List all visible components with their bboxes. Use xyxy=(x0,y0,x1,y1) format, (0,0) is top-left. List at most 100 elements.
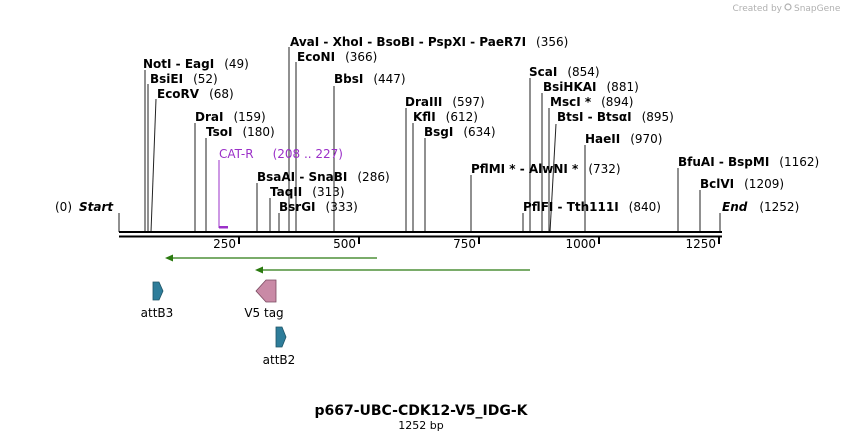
site-name: DraI xyxy=(195,110,223,124)
site-pos: (634) xyxy=(463,125,495,139)
start-pos: (0) xyxy=(55,200,72,214)
site-name: NotI - EagI xyxy=(143,57,214,71)
tick-label: 750 xyxy=(453,237,476,251)
feature-attb2[interactable]: attB2 xyxy=(263,326,296,367)
primer-text: CAT-R(208 .. 227) xyxy=(219,147,343,161)
site-pflfi[interactable]: PflFI - Tth111I (840) xyxy=(523,200,661,214)
primer-label: CAT-R xyxy=(219,147,254,161)
snapgene-brand: SnapGene xyxy=(794,4,841,14)
start-marker: (0) Start xyxy=(55,200,114,214)
credit-text: Created by xyxy=(732,4,782,14)
site-noti[interactable]: NotI - EagI (49) xyxy=(143,57,249,71)
site-taqii[interactable]: TaqII (313) xyxy=(270,185,345,199)
site-ecorv[interactable]: EcoRV (68) xyxy=(157,87,234,101)
site-btsi[interactable]: BtsI - BtsαI(895) xyxy=(557,110,674,124)
site-pos: (366) xyxy=(345,50,377,64)
primer-mark xyxy=(219,226,228,229)
end-marker: End (1252) xyxy=(722,200,799,214)
site-name: MscI * xyxy=(550,95,592,109)
site-name: BtsI - BtsαI xyxy=(557,110,632,124)
orf-2[interactable] xyxy=(255,266,530,274)
site-draiii[interactable]: DraIII(597) xyxy=(405,95,485,109)
site-bsihkai[interactable]: BsiHKAI (881) xyxy=(543,80,639,94)
site-name: DraIII xyxy=(405,95,442,109)
tick-label: 1250 xyxy=(685,237,716,251)
feature-v5-tag[interactable]: V5 tag xyxy=(244,279,284,320)
site-bsrgi[interactable]: BsrGI (333) xyxy=(279,200,358,214)
site-name: BsrGI xyxy=(279,200,316,214)
site-name: KflI xyxy=(413,110,436,124)
site-tsoi[interactable]: TsoI (180) xyxy=(206,125,275,139)
site-econi[interactable]: EcoNI (366) xyxy=(297,50,377,64)
site-kfli[interactable]: KflI(612) xyxy=(413,110,478,124)
start-label: Start xyxy=(79,200,114,214)
tick-label: 250 xyxy=(213,237,236,251)
site-bsiei[interactable]: BsiEI (52) xyxy=(150,72,218,86)
v5-tag-shape xyxy=(255,279,277,303)
site-pos: (881) xyxy=(607,80,639,94)
orf-1[interactable] xyxy=(165,254,377,262)
site-bsgi[interactable]: BsgI (634) xyxy=(424,125,496,139)
site-pos: (970) xyxy=(630,132,662,146)
site-name: BsiHKAI xyxy=(543,80,597,94)
site-bclvi[interactable]: BclVI (1209) xyxy=(700,177,784,191)
sequence-backbone xyxy=(119,231,722,238)
site-pos: (286) xyxy=(357,170,389,184)
primer-cat-r[interactable]: CAT-R(208 .. 227) xyxy=(218,147,343,229)
site-pos: (1209) xyxy=(744,177,784,191)
restriction-sites: AvaI - XhoI - BsoBI - PspXI - PaeR7I (356… xyxy=(143,35,819,214)
site-name: BfuAI - BspMI xyxy=(678,155,769,169)
site-pos: (854) xyxy=(567,65,599,79)
site-pos: (49) xyxy=(224,57,249,71)
map-length: 1252 bp xyxy=(398,419,443,432)
site-pos: (356) xyxy=(536,35,568,49)
site-leader-lines xyxy=(118,47,721,233)
site-scai[interactable]: ScaI(854) xyxy=(529,65,600,79)
site-name: PflMI * - AlwNI * xyxy=(471,162,579,176)
site-name: AvaI - XhoI - BsoBI - PspXI - PaeR7I xyxy=(290,35,526,49)
attb3-shape xyxy=(152,281,164,301)
site-bsaai[interactable]: BsaAI - SnaBI (286) xyxy=(257,170,390,184)
site-avai[interactable]: AvaI - XhoI - BsoBI - PspXI - PaeR7I (356… xyxy=(290,35,568,49)
site-pflmi[interactable]: PflMI * - AlwNI *(732) xyxy=(471,162,621,176)
attb3-label: attB3 xyxy=(141,306,174,320)
site-pos: (159) xyxy=(233,110,265,124)
site-pos: (447) xyxy=(373,72,405,86)
site-pos: (840) xyxy=(629,200,661,214)
site-pos: (68) xyxy=(209,87,234,101)
tick-label: 1000 xyxy=(565,237,596,251)
end-pos: (1252) xyxy=(759,200,799,214)
attb2-label: attB2 xyxy=(263,353,296,367)
v5-tag-label: V5 tag xyxy=(244,306,283,320)
leader-btsi xyxy=(549,123,557,233)
site-pos: (894) xyxy=(601,95,633,109)
map-title: p667-UBC-CDK12-V5_IDG-K xyxy=(314,403,528,419)
orf-arrowhead xyxy=(255,266,263,274)
orf-arrowhead xyxy=(165,254,173,262)
site-msci[interactable]: MscI * (894) xyxy=(550,95,633,109)
site-bbsi[interactable]: BbsI(447) xyxy=(334,72,406,86)
attb2-shape xyxy=(275,326,287,348)
site-pos: (52) xyxy=(193,72,218,86)
site-name: PflFI - Tth111I xyxy=(523,200,619,214)
site-haeii[interactable]: HaeII (970) xyxy=(585,132,663,146)
site-pos: (333) xyxy=(326,200,358,214)
site-name: EcoNI xyxy=(297,50,335,64)
site-bfuai[interactable]: BfuAI - BspMI (1162) xyxy=(678,155,819,169)
site-pos: (1162) xyxy=(779,155,819,169)
site-name: BsgI xyxy=(424,125,453,139)
feature-attb3[interactable]: attB3 xyxy=(141,281,174,320)
site-name: BclVI xyxy=(700,177,734,191)
site-pos: (313) xyxy=(312,185,344,199)
tick-label: 500 xyxy=(333,237,356,251)
site-drai[interactable]: DraI (159) xyxy=(195,110,266,124)
site-pos: (180) xyxy=(242,125,274,139)
end-label: End xyxy=(722,200,748,214)
site-name: TsoI xyxy=(206,125,232,139)
site-name: EcoRV xyxy=(157,87,200,101)
site-name: BsiEI xyxy=(150,72,183,86)
site-name: TaqII xyxy=(270,185,302,199)
site-name: HaeII xyxy=(585,132,620,146)
site-name: BsaAI - SnaBI xyxy=(257,170,347,184)
